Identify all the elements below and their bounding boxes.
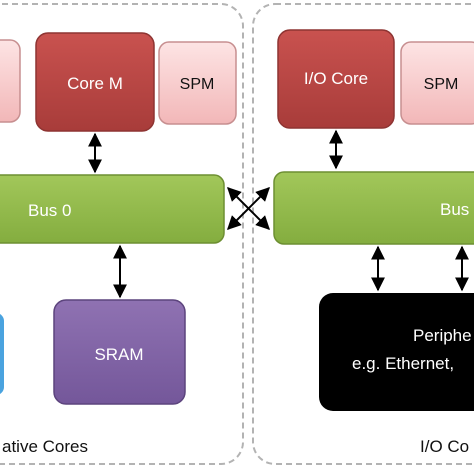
right-bus-box: [273, 171, 474, 245]
bus-0-box: [0, 174, 225, 244]
right-spm-label: SPM: [424, 76, 459, 93]
bus-0-label: Bus 0: [28, 201, 71, 220]
core-m-label: Core M: [67, 74, 123, 93]
sram-label: SRAM: [94, 345, 143, 364]
io-core-label: I/O Core: [304, 69, 368, 88]
io-core-box: [277, 29, 395, 129]
peripherals-label-line2: e.g. Ethernet,: [352, 354, 454, 373]
left-group-caption: ative Cores: [2, 437, 88, 456]
right-bus-label: Bus: [440, 200, 469, 219]
sram-box: [53, 299, 186, 405]
right-spm-box: [400, 41, 474, 125]
left-spm-label: SPM: [180, 76, 215, 93]
peripherals-label-line1: Periphe: [413, 326, 472, 345]
right-group-caption: I/O Co: [420, 437, 469, 456]
left-partial-spm-box: [0, 39, 21, 123]
bus-cross-arrow-b: [227, 187, 270, 230]
core-m-box: [35, 32, 155, 132]
peripherals-box: [319, 293, 474, 411]
left-spm-box: [158, 41, 237, 125]
left-blue-block: [0, 314, 4, 394]
